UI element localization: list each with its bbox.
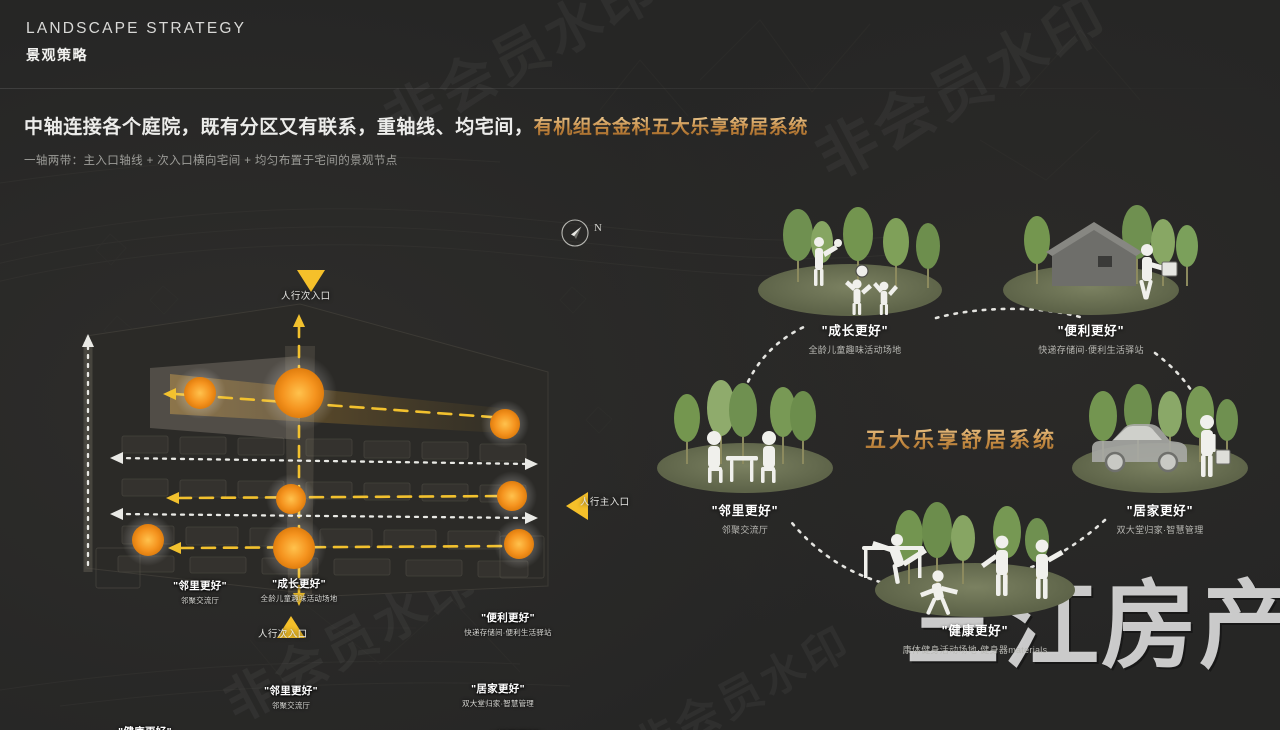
figure-child-second [873, 281, 898, 315]
circulation-arrowheads [82, 334, 538, 524]
house-icon [1046, 222, 1142, 286]
exercise-bar-icon [862, 546, 924, 550]
site-plan-svg [82, 270, 588, 638]
page-title-cn: 景观策略 [26, 47, 88, 63]
circulation-paths-white [86, 344, 532, 570]
page-title-en: LANDSCAPE STRATEGY [26, 20, 247, 37]
node-marker [481, 400, 529, 448]
site-plan-diagram: "邻里更好" 邻聚交流厅 "成长更好" 全龄儿童趣味活动场地 "便利更好" 快递… [0, 196, 660, 730]
compass-icon [561, 219, 589, 247]
node-marker [261, 355, 337, 431]
system-node-growth [758, 207, 942, 316]
entrance-markers [277, 270, 588, 638]
plan-node-label: "健康更好" 康体健身活动场地 [80, 724, 210, 730]
tree-group [783, 207, 940, 288]
compass-north-label: N [594, 222, 602, 234]
briefcase-icon [1215, 449, 1231, 465]
ball-icon [855, 264, 869, 278]
landscape-nodes [122, 355, 544, 580]
tree-group [674, 380, 816, 464]
figure-child-ball [845, 279, 872, 315]
parcel-icon [1161, 261, 1178, 277]
node-marker [122, 514, 174, 566]
system-node-health [862, 502, 1075, 617]
headline-main: 中轴连接各个庭院，既有分区又有联系，重轴线、均宅间， [24, 117, 534, 138]
table-icon [726, 456, 758, 482]
figure-seated-right [761, 431, 776, 483]
figure-exerciser-b [1035, 539, 1064, 599]
headline-subtitle: 一轴两带：主入口轴线 + 次入口横向宅间 + 均匀布置于宅间的景观节点 [24, 155, 398, 167]
node-marker [174, 367, 226, 419]
central-axis-beam [170, 374, 520, 434]
figure-courier [1139, 244, 1165, 300]
system-node-convenience [1003, 205, 1198, 315]
header-divider [0, 88, 1280, 89]
figure-resident [1200, 415, 1216, 477]
node-marker [262, 516, 326, 580]
five-system-diagram: "成长更好" 全龄儿童趣味活动场地 "便利更好" 快递存储间·便利生活驿站 "居… [650, 190, 1280, 690]
system-diagram-svg [657, 205, 1248, 617]
figure-seated-left [707, 431, 723, 483]
figure-running [920, 570, 958, 615]
node-marker [266, 474, 316, 524]
headline-accent: 有机组合金科五大乐享舒居系统 [533, 117, 809, 138]
system-node-home [1072, 384, 1248, 493]
system-node-neighborhood [657, 380, 833, 493]
node-marker [494, 519, 544, 569]
headline: 中轴连接各个庭院，既有分区又有联系，重轴线、均宅间，有机组合金科五大乐享舒居系统 [24, 112, 808, 139]
figure-exerciser-a [981, 535, 1009, 596]
car-icon [1092, 424, 1187, 473]
page-header: LANDSCAPE STRATEGY 景观策略 [26, 20, 246, 65]
watermark-member: 非会员水印 [798, 0, 1121, 197]
node-marker [487, 471, 537, 521]
figure-adult-child [814, 237, 842, 286]
